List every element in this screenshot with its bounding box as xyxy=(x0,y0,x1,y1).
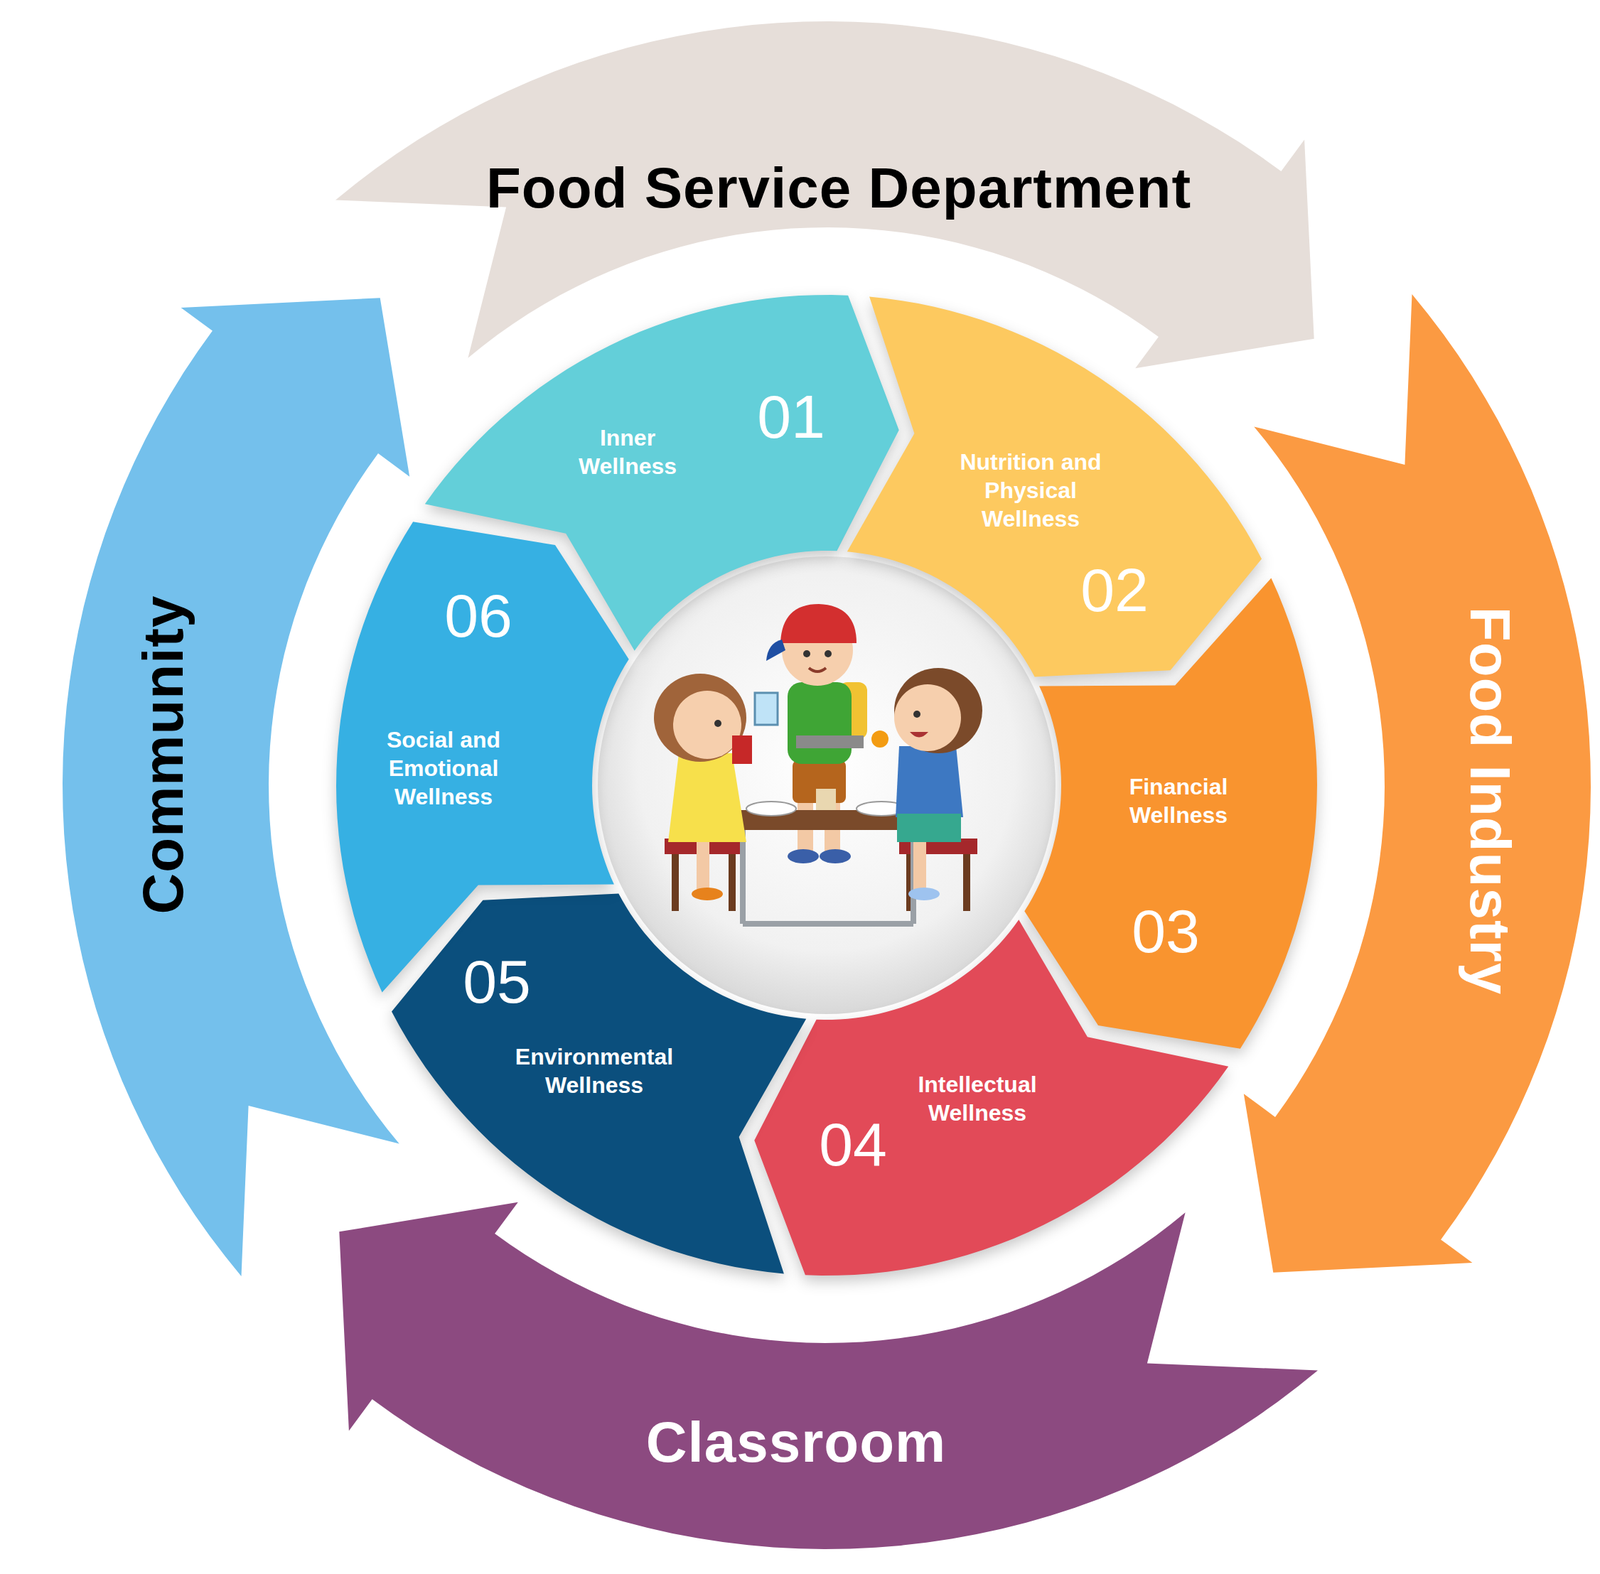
segment-label: Inner Wellness xyxy=(560,423,696,481)
band-label: Classroom xyxy=(646,1410,947,1476)
girl-shoe xyxy=(691,887,723,901)
chevron-segment-shape xyxy=(391,893,807,1274)
segment-number: 04 xyxy=(818,1113,888,1175)
chevron-segment-shape xyxy=(425,294,900,652)
girl-head xyxy=(673,690,742,760)
girl-head xyxy=(894,684,961,752)
segment-label: Nutrition and Physical Wellness xyxy=(945,447,1116,534)
chevron-segment: 03 Financial Wellness xyxy=(1024,577,1318,1050)
segment-label: Environmental Wellness xyxy=(505,1042,684,1100)
boy-cap xyxy=(780,604,857,644)
band-label: Food Service Department xyxy=(486,155,1192,222)
orange-slice xyxy=(871,730,889,748)
segment-label: Intellectual Wellness xyxy=(899,1070,1056,1128)
chevron-segment: 05Environmental Wellness xyxy=(390,893,807,1275)
segment-number: 01 xyxy=(756,385,826,448)
segment-label: Social and Emotional Wellness xyxy=(376,725,512,812)
segment-number: 02 xyxy=(1080,559,1149,621)
boy-shoe xyxy=(787,849,819,864)
stool-leg xyxy=(728,854,736,912)
stool-leg xyxy=(963,854,971,912)
girl-leg xyxy=(913,842,927,893)
chevron-segment-shape xyxy=(847,297,1262,678)
chevron-segment-shape xyxy=(1024,577,1318,1049)
segment-number: 05 xyxy=(462,951,531,1013)
chevron-segment-outline xyxy=(754,919,1229,1276)
chevron-segment-shape xyxy=(754,919,1229,1276)
chevron-segment: 06Social and Emotional Wellness xyxy=(336,521,630,993)
milk-carton xyxy=(754,693,778,726)
girl-shirt xyxy=(895,746,964,818)
boy-cap-brim xyxy=(766,639,786,662)
chevron-segment-shape xyxy=(336,521,630,993)
girl-shoe xyxy=(908,887,940,901)
table-frame xyxy=(742,830,914,925)
mouth xyxy=(808,668,826,672)
center-disc xyxy=(597,556,1056,1015)
lunch-tray xyxy=(796,735,864,749)
girl-shorts xyxy=(897,813,961,843)
chevron-segment: 02 Nutrition and Physical Wellness xyxy=(846,296,1263,678)
girl-hair xyxy=(894,668,983,754)
eye xyxy=(803,650,811,658)
mouth xyxy=(909,732,929,738)
segment-number: 06 xyxy=(444,584,513,647)
boy-shirt xyxy=(787,682,852,765)
drink-cup xyxy=(732,735,753,765)
boy-shoe xyxy=(819,849,851,864)
band-label: Community xyxy=(130,595,197,915)
girl-dress xyxy=(668,753,747,843)
stool-leg xyxy=(671,854,679,912)
chevron-segment: 04Intellectual Wellness xyxy=(754,919,1229,1276)
eye xyxy=(913,710,921,718)
segment-number: 03 xyxy=(1131,900,1200,962)
eye xyxy=(824,650,832,658)
band-label: Food Industry xyxy=(1457,607,1523,996)
girl-leg xyxy=(696,842,710,893)
segment-label: Financial Wellness xyxy=(1110,772,1247,830)
food-box xyxy=(815,788,836,811)
eye xyxy=(714,720,722,728)
plate xyxy=(746,801,797,816)
